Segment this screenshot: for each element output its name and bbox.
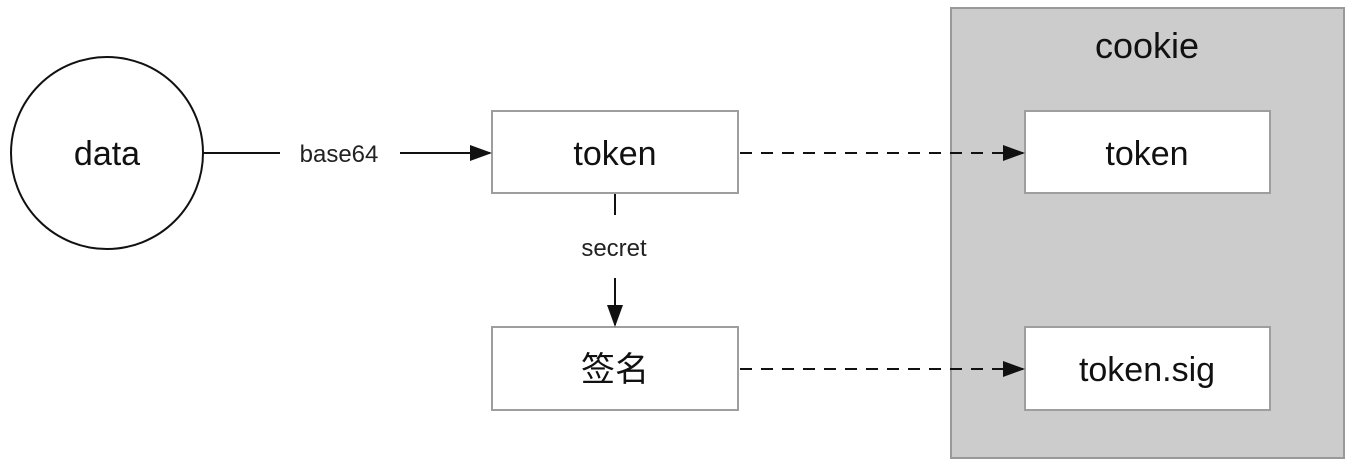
signature-node: 签名 [491,326,739,411]
edge-data-to-token: base64 [204,141,492,168]
data-node-label: data [74,135,140,173]
token-node-box [491,110,739,194]
cookie-token-label: token [1105,135,1188,173]
edge-token-to-signature: secret [581,194,647,327]
signature-node-label: 签名 [581,351,649,389]
cookie-token-node: token [1024,110,1271,194]
data-node: data [10,56,204,250]
data-node-circle [10,56,204,250]
cookie-token-box [1024,110,1271,194]
cookie-group-title: cookie [1095,25,1199,66]
cookie-token-sig-node: token.sig [1024,326,1271,411]
token-node-label: token [573,135,656,173]
edge-token-to-signature-label: secret [581,235,647,262]
token-node: token [491,110,739,194]
signature-node-box [491,326,739,411]
edge-data-to-token-label: base64 [300,141,379,168]
cookie-token-sig-label: token.sig [1079,351,1215,389]
cookie-token-sig-box [1024,326,1271,411]
